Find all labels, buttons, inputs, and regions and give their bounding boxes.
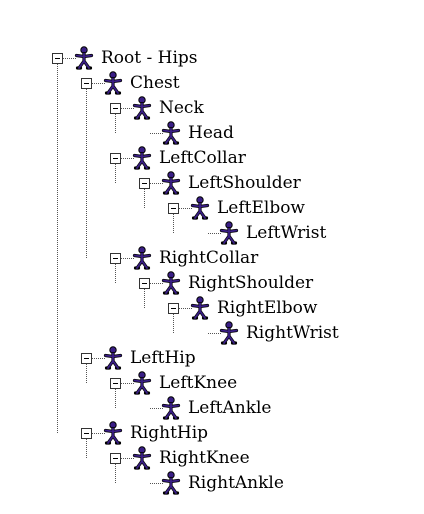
tree-node-label[interactable]: LeftElbow xyxy=(217,198,305,218)
tree-connector-line xyxy=(150,133,163,134)
skeleton-figure-icon xyxy=(161,396,181,420)
collapse-toggle-icon[interactable] xyxy=(81,78,92,89)
collapse-toggle-icon[interactable] xyxy=(81,353,92,364)
tree-node-label[interactable]: RightKnee xyxy=(159,448,250,468)
skeleton-figure-icon xyxy=(132,146,152,170)
tree-connector-line xyxy=(115,114,116,133)
tree-connector-line xyxy=(150,283,163,284)
tree-connector-line xyxy=(121,258,134,259)
tree-connector-line xyxy=(208,333,221,334)
tree-connector-line xyxy=(115,389,116,408)
tree-connector-line xyxy=(144,289,145,308)
tree-node-label[interactable]: Neck xyxy=(159,98,204,118)
skeleton-figure-icon xyxy=(74,46,94,70)
tree-node-label[interactable]: RightWrist xyxy=(246,323,339,343)
skeleton-figure-icon xyxy=(103,421,123,445)
skeleton-figure-icon xyxy=(219,221,239,245)
skeleton-figure-icon xyxy=(103,346,123,370)
tree-connector-line xyxy=(63,58,76,59)
tree-connector-line xyxy=(92,358,105,359)
tree-node-label[interactable]: RightElbow xyxy=(217,298,318,318)
tree-connector-line xyxy=(115,164,116,183)
tree-node-label[interactable]: LeftKnee xyxy=(159,373,238,393)
tree-node-label[interactable]: RightAnkle xyxy=(188,473,284,493)
tree-connector-line xyxy=(144,189,145,208)
tree-connector-line xyxy=(179,208,192,209)
collapse-toggle-icon[interactable] xyxy=(168,203,179,214)
tree-connector-line xyxy=(150,408,163,409)
skeleton-figure-icon xyxy=(103,71,123,95)
tree-connector-line xyxy=(115,264,116,283)
skeleton-figure-icon xyxy=(219,321,239,345)
skeleton-figure-icon xyxy=(132,446,152,470)
collapse-toggle-icon[interactable] xyxy=(139,278,150,289)
collapse-toggle-icon[interactable] xyxy=(110,103,121,114)
skeleton-figure-icon xyxy=(132,371,152,395)
tree-connector-line xyxy=(121,108,134,109)
skeleton-figure-icon xyxy=(161,171,181,195)
tree-connector-line xyxy=(86,89,87,258)
skeleton-figure-icon xyxy=(132,246,152,270)
tree-node-label[interactable]: Chest xyxy=(130,73,180,93)
skeleton-figure-icon xyxy=(161,271,181,295)
tree-connector-line xyxy=(173,314,174,333)
collapse-toggle-icon[interactable] xyxy=(110,253,121,264)
tree-connector-line xyxy=(115,464,116,483)
tree-connector-line xyxy=(121,458,134,459)
collapse-toggle-icon[interactable] xyxy=(52,53,63,64)
tree-connector-line xyxy=(150,183,163,184)
skeleton-figure-icon xyxy=(190,196,210,220)
tree-connector-line xyxy=(57,64,58,433)
skeleton-figure-icon xyxy=(161,471,181,495)
tree-connector-line xyxy=(86,364,87,383)
tree-node-label[interactable]: Root - Hips xyxy=(101,48,198,68)
tree-connector-line xyxy=(173,214,174,233)
tree-connector-line xyxy=(179,308,192,309)
tree-connector-line xyxy=(150,483,163,484)
collapse-toggle-icon[interactable] xyxy=(168,303,179,314)
tree-connector-line xyxy=(92,433,105,434)
tree-node-label[interactable]: LeftWrist xyxy=(246,223,327,243)
tree-node-label[interactable]: Head xyxy=(188,123,234,143)
tree-node-label[interactable]: RightHip xyxy=(130,423,209,443)
tree-connector-line xyxy=(86,439,87,458)
collapse-toggle-icon[interactable] xyxy=(110,153,121,164)
collapse-toggle-icon[interactable] xyxy=(110,378,121,389)
tree-connector-line xyxy=(208,233,221,234)
tree-node-label[interactable]: LeftCollar xyxy=(159,148,246,168)
tree-connector-line xyxy=(121,158,134,159)
tree-node-label[interactable]: RightShoulder xyxy=(188,273,314,293)
skeleton-figure-icon xyxy=(132,96,152,120)
collapse-toggle-icon[interactable] xyxy=(81,428,92,439)
tree-node-label[interactable]: RightCollar xyxy=(159,248,259,268)
collapse-toggle-icon[interactable] xyxy=(139,178,150,189)
tree-node-label[interactable]: LeftShoulder xyxy=(188,173,301,193)
tree-node-label[interactable]: LeftHip xyxy=(130,348,196,368)
tree-node-label[interactable]: LeftAnkle xyxy=(188,398,272,418)
skeleton-figure-icon xyxy=(161,121,181,145)
collapse-toggle-icon[interactable] xyxy=(110,453,121,464)
tree-connector-line xyxy=(92,83,105,84)
tree-connector-line xyxy=(121,383,134,384)
skeleton-figure-icon xyxy=(190,296,210,320)
